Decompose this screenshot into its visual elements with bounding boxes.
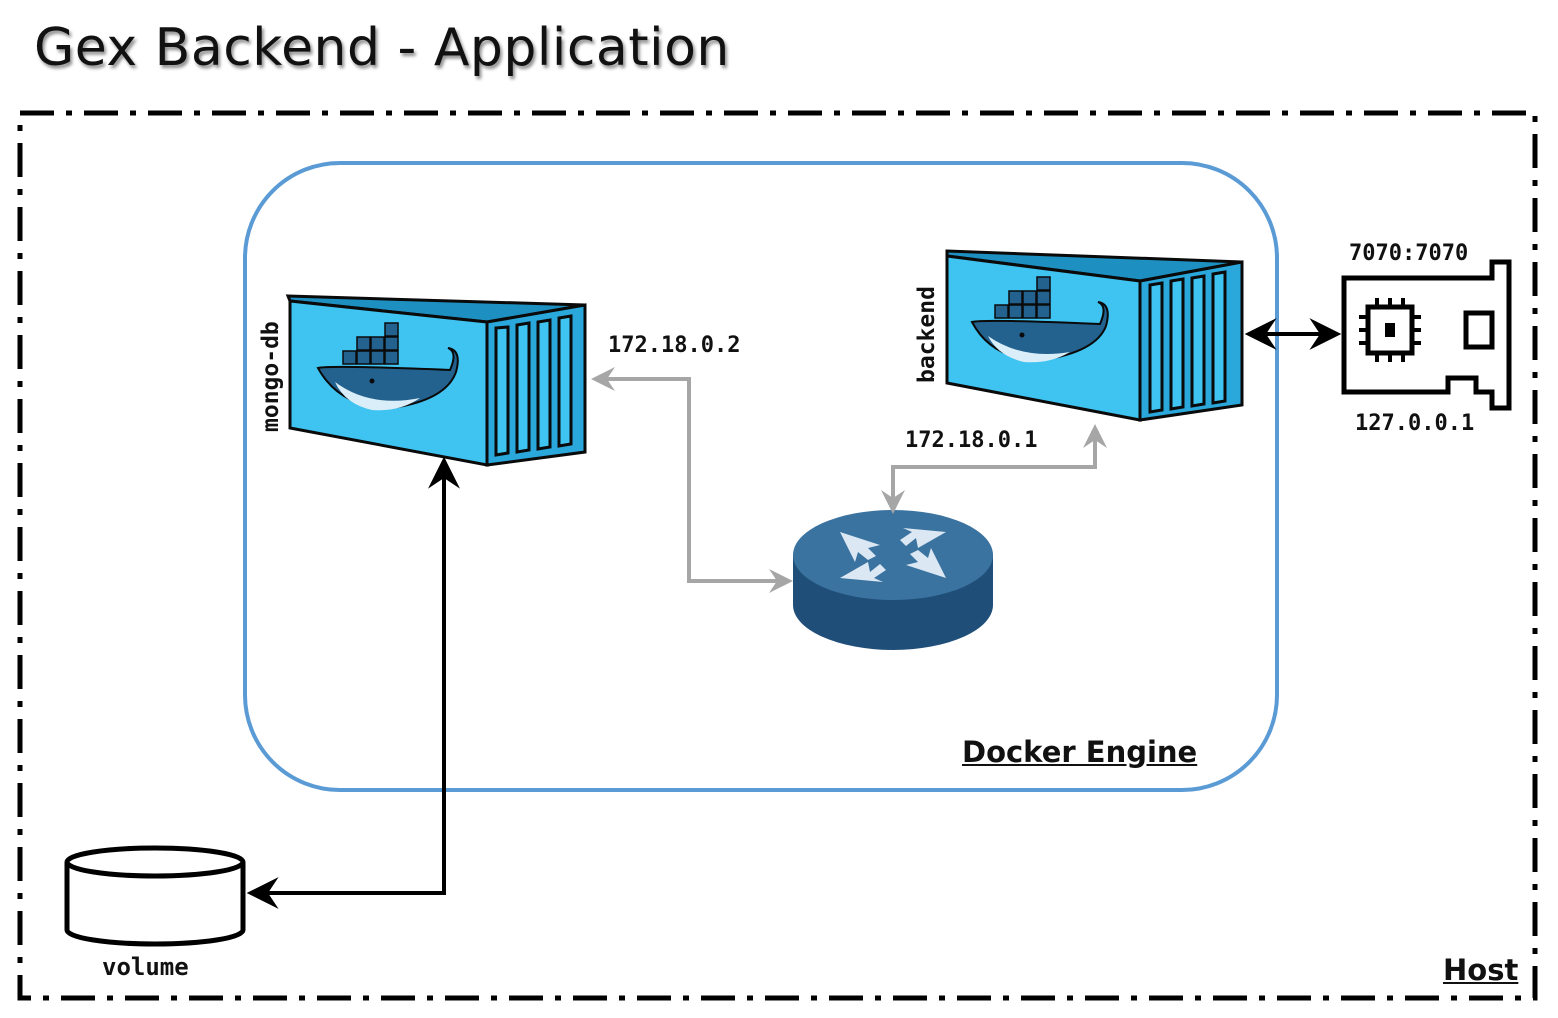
router-icon [793,510,993,650]
link-mongo-volume [246,456,460,909]
volume-label: volume [102,953,189,981]
link-mongo-router [591,367,793,593]
host-label: Host [1443,953,1519,987]
localhost-address-label: 127.0.0.1 [1355,411,1475,436]
diagram-title: Gex Backend - Application [34,18,730,78]
backend-container-label: backend [914,286,940,383]
docker-engine-label: Docker Engine [962,735,1198,769]
mongo-container-label: mongo-db [258,321,284,432]
mongo-container-icon [285,294,587,467]
port-mapping-label: 7070:7070 [1349,241,1469,266]
link-router-backend [881,424,1107,514]
host-boundary [17,110,1538,1001]
network-card-icon [1341,259,1512,411]
docker-engine-boundary [243,161,1279,792]
disk-volume-icon [64,845,246,947]
backend-container-icon [945,249,1244,422]
backend-ip-label: 172.18.0.1 [905,428,1038,453]
mongo-ip-label: 172.18.0.2 [608,333,741,358]
